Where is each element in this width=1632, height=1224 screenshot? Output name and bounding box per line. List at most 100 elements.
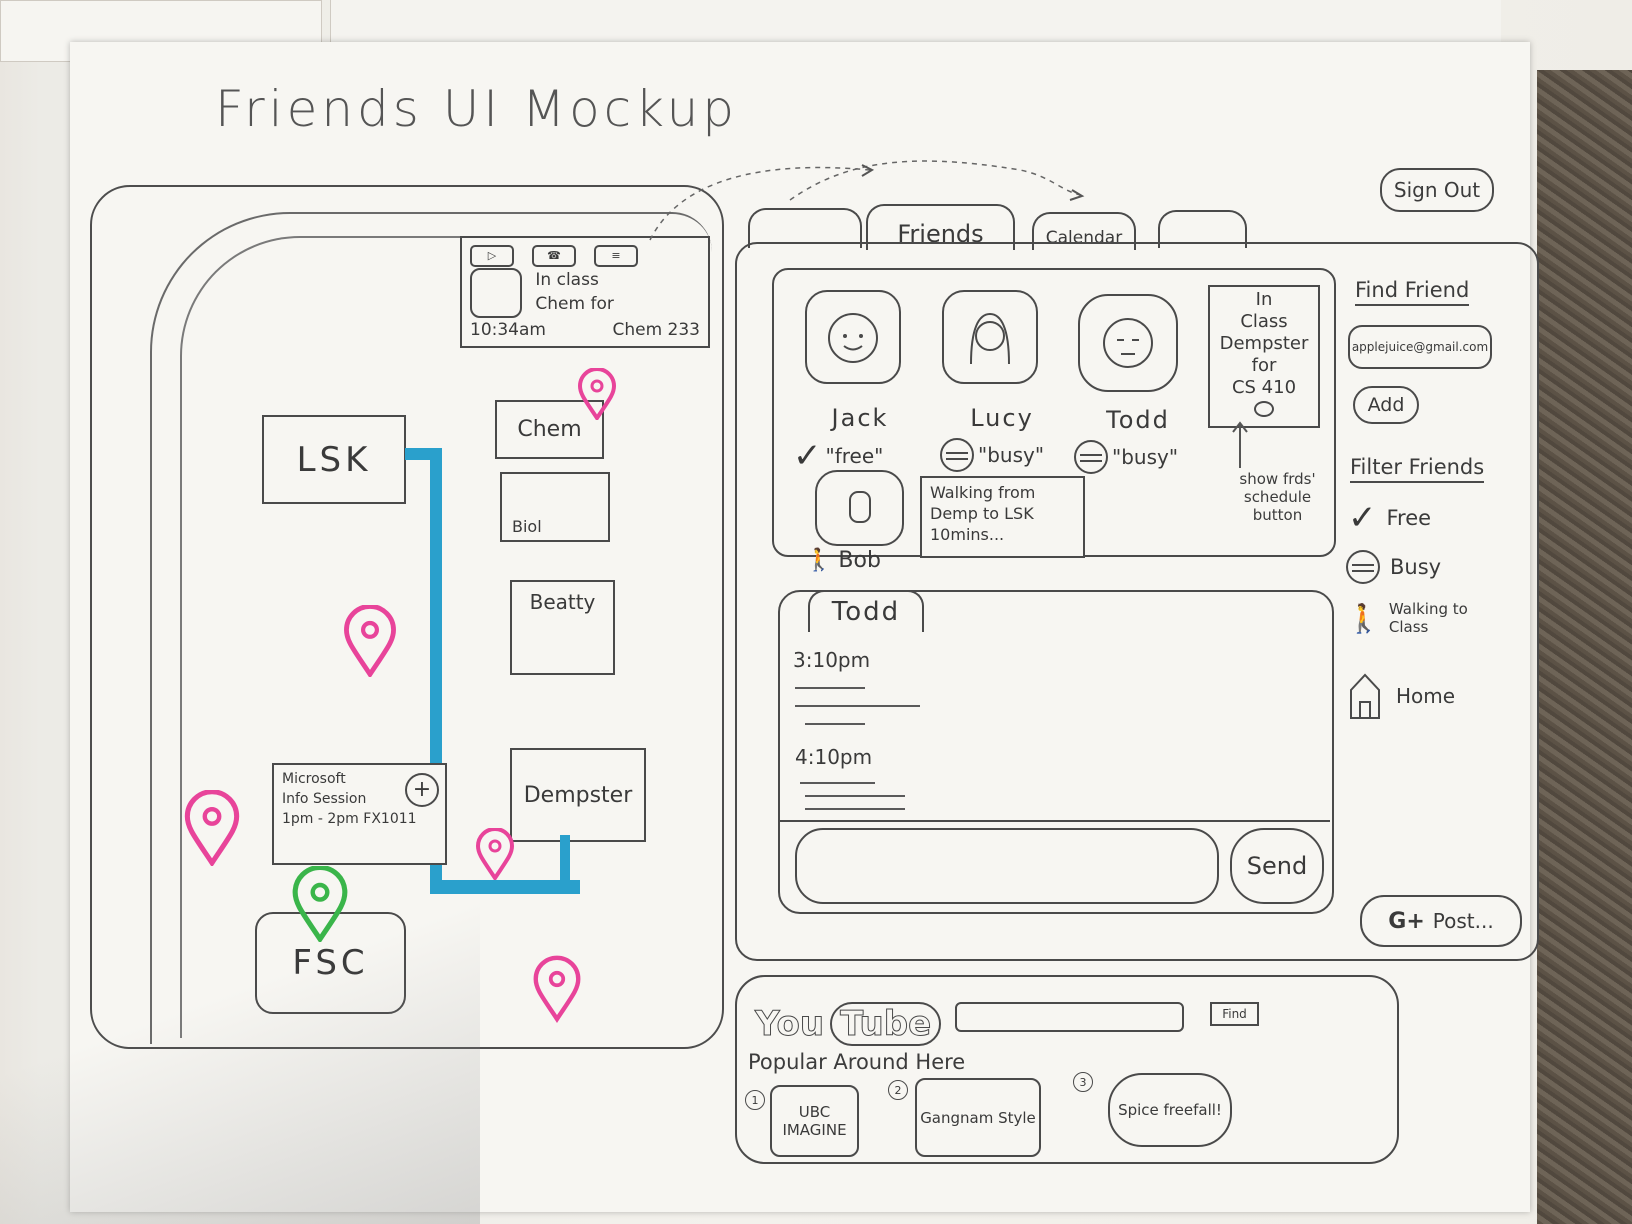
event-pin-icon[interactable]: [285, 866, 355, 942]
popup-line: CS 410: [1231, 377, 1297, 398]
todd-avatar: [1078, 294, 1178, 392]
video-rank: 1: [745, 1090, 765, 1110]
filter-label: Busy: [1390, 555, 1442, 579]
message-text: [800, 782, 875, 784]
page-title: Friends UI Mockup: [215, 80, 739, 138]
check-icon: ✓: [793, 436, 822, 476]
friend-avatar: [470, 268, 522, 318]
message-icon[interactable]: ▷: [470, 245, 514, 267]
filter-friends-heading: Filter Friends: [1350, 455, 1485, 483]
filter-walking[interactable]: 🚶 Walking to Class: [1346, 600, 1479, 636]
popup-line: Dempster: [1219, 333, 1309, 354]
popup-line: for: [1251, 355, 1277, 376]
add-friend-button[interactable]: Add: [1353, 386, 1419, 424]
building-beatty[interactable]: Beatty: [510, 580, 615, 675]
map-path-outer: [150, 212, 712, 1044]
friend-card-bob[interactable]: 🚶 Bob: [805, 470, 904, 573]
app-panel: [735, 242, 1539, 961]
building-dempster[interactable]: Dempster: [510, 748, 646, 842]
walking-route: [560, 835, 570, 890]
google-plus-icon: G+: [1388, 908, 1425, 934]
map-pin-icon[interactable]: [532, 948, 582, 1030]
google-plus-post-button[interactable]: G+ Post...: [1360, 895, 1522, 947]
check-icon: ✓: [1348, 498, 1377, 538]
popular-heading: Popular Around Here: [748, 1050, 966, 1074]
message-text: [805, 795, 905, 797]
chat-message-input[interactable]: [795, 828, 1219, 904]
filter-busy[interactable]: Busy: [1346, 550, 1441, 584]
friend-name: Todd: [1106, 406, 1170, 434]
callout-status: In class: [535, 270, 599, 290]
chat-window: [778, 590, 1334, 914]
bob-avatar: [815, 470, 904, 546]
flow-arrows: [649, 160, 1085, 241]
friend-card-jack[interactable]: Jack ✓ "free": [793, 290, 915, 476]
lucy-avatar: [942, 290, 1038, 384]
message-text: [805, 723, 865, 725]
busy-icon: [1074, 440, 1108, 474]
tab-blank-1[interactable]: [748, 208, 862, 248]
video-thumbnail[interactable]: Spice freefall!: [1108, 1073, 1232, 1147]
sofa-background: [1537, 70, 1632, 1224]
building-chem[interactable]: Chem: [495, 400, 604, 459]
schedule-icon[interactable]: ≡: [594, 245, 638, 267]
todd-schedule-popup[interactable]: In Class Dempster for CS 410: [1208, 285, 1320, 428]
walking-icon: 🚶: [1346, 601, 1381, 635]
filter-home[interactable]: Home: [1348, 672, 1455, 720]
building-lsk[interactable]: LSK: [262, 415, 406, 504]
sign-out-button[interactable]: Sign Out: [1380, 168, 1494, 212]
friend-location-callout[interactable]: ▷☎≡ In class Chem for 10:34am Chem 233: [460, 236, 710, 348]
chat-tab-todd[interactable]: Todd: [808, 590, 924, 632]
friend-name: Jack: [831, 404, 889, 432]
building-fsc[interactable]: FSC: [255, 912, 406, 1014]
youtube-search-input[interactable]: [955, 1002, 1184, 1032]
walking-route: [430, 880, 580, 894]
event-callout[interactable]: Microsoft Info Session 1pm - 2pm FX1011 …: [272, 763, 447, 865]
callout-course: Chem 233: [612, 320, 700, 340]
schedule-button-icon[interactable]: [1254, 401, 1274, 417]
youtube-logo-tube: Tube: [830, 1002, 942, 1046]
friend-status: "free": [825, 444, 884, 468]
chat-divider: [780, 820, 1330, 822]
youtube-logo: You Tube: [754, 1002, 942, 1046]
annotation-note: show frds' schedule button: [1239, 470, 1316, 524]
home-icon: [1350, 673, 1380, 719]
walking-icon: 🚶: [805, 548, 833, 573]
map-pin-icon[interactable]: [183, 790, 241, 866]
find-friend-input[interactable]: applejuice@gmail.com: [1348, 325, 1492, 369]
tab-blank-2[interactable]: [1158, 210, 1247, 248]
call-icon[interactable]: ☎: [532, 245, 576, 267]
event-time: 1pm - 2pm FX1011: [282, 811, 417, 827]
youtube-logo-you: You: [754, 1004, 825, 1045]
video-thumbnail[interactable]: Gangnam Style: [915, 1078, 1041, 1157]
friend-card-lucy[interactable]: Lucy "busy": [940, 290, 1062, 472]
building-biol[interactable]: Biol: [500, 472, 610, 542]
video-thumbnail[interactable]: UBC IMAGINE: [770, 1085, 859, 1157]
youtube-find-button[interactable]: Find: [1210, 1002, 1259, 1026]
campus-map[interactable]: [90, 185, 724, 1049]
filter-label: Free: [1386, 506, 1432, 530]
message-text: [805, 808, 905, 810]
video-rank: 2: [888, 1080, 908, 1100]
youtube-panel: [735, 975, 1399, 1164]
map-pin-icon[interactable]: [577, 368, 617, 420]
map-pin-icon[interactable]: [342, 605, 398, 677]
event-title: Microsoft: [282, 771, 346, 787]
popup-line: In: [1255, 289, 1273, 310]
message-time: 4:10pm: [795, 745, 873, 769]
message-time: 3:10pm: [793, 648, 871, 672]
find-friend-heading: Find Friend: [1355, 278, 1470, 306]
popup-line: Class: [1240, 311, 1288, 332]
friend-card-todd[interactable]: Todd "busy": [1074, 294, 1198, 474]
busy-icon: [1346, 550, 1380, 584]
map-pin-icon[interactable]: [475, 828, 515, 880]
jack-avatar: [805, 290, 901, 384]
add-event-icon[interactable]: +: [405, 773, 439, 807]
filter-free[interactable]: ✓ Free: [1348, 498, 1431, 538]
event-subtitle: Info Session: [282, 791, 367, 807]
message-text: [795, 705, 920, 707]
post-label: Post...: [1432, 909, 1494, 933]
callout-time: 10:34am: [470, 320, 546, 340]
send-button[interactable]: Send: [1230, 828, 1324, 904]
filter-label: Walking to Class: [1388, 600, 1468, 636]
